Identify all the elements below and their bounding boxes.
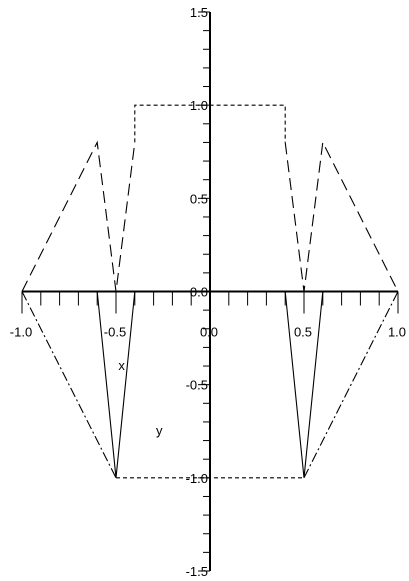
- series-group: [21, 104, 399, 479]
- axes: [22, 12, 398, 571]
- series-line-4: [284, 140, 399, 292]
- series-line-7: [21, 291, 117, 479]
- series-line-1: [96, 291, 136, 478]
- x-tick-label: 1.0: [388, 325, 406, 340]
- x-tick-label: -0.5: [104, 325, 126, 340]
- tick-labels: -1.0 -0.5 0.0 0.5 1.0 -1.5 -1.0 -0.5 0.0 0.5 1.0 1.…: [10, 5, 406, 579]
- series-line-2: [284, 291, 324, 478]
- y-tick-label: -1.5: [186, 564, 208, 579]
- y-tick-label: 1.0: [190, 98, 208, 113]
- x-axis-label: x: [118, 358, 125, 373]
- series-line-5: [134, 104, 286, 143]
- x-tick-label: 0.5: [294, 325, 312, 340]
- series-line-3: [21, 140, 136, 292]
- y-tick-label: -0.5: [186, 378, 208, 393]
- x-tick-label: 0.0: [200, 325, 218, 340]
- y-axis-label: y: [156, 423, 163, 438]
- y-tick-label: 0.5: [190, 191, 208, 206]
- y-tick-label: -1.0: [186, 471, 208, 486]
- x-tick-label: -1.0: [10, 325, 32, 340]
- y-tick-label: 1.5: [190, 5, 208, 20]
- series-line-8: [303, 291, 399, 479]
- y-tick-label: 0.0: [190, 285, 208, 300]
- axis-ticks: [21, 11, 399, 572]
